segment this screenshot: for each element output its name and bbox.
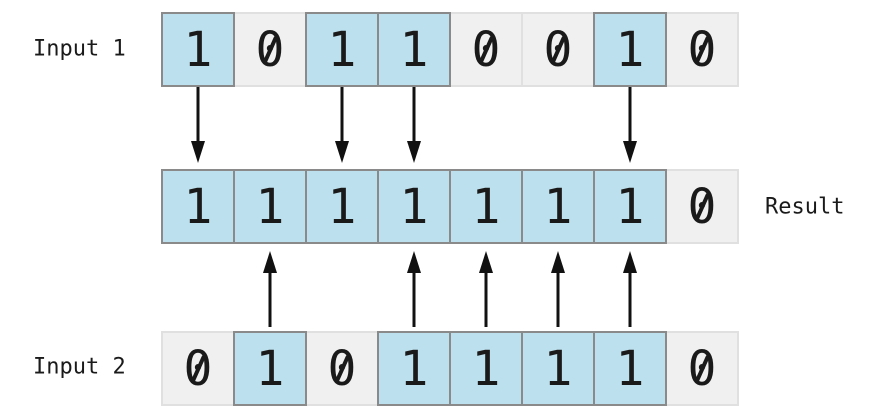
bit-cell: 0 [305, 331, 379, 406]
bit-cell: 0 [521, 12, 595, 87]
bit-cell: 0 [161, 331, 235, 406]
bit-cell: 1 [233, 331, 307, 406]
up-arrow [262, 251, 278, 327]
bit-value: 0 [327, 340, 357, 397]
input2-label: Input 2 [33, 354, 126, 380]
arrow-head [623, 251, 637, 273]
down-arrow [190, 87, 206, 163]
arrow-shaft [628, 272, 632, 327]
down-arrow [334, 87, 350, 163]
bit-value: 1 [471, 340, 501, 397]
arrow-shaft [340, 87, 344, 142]
bit-value: 1 [183, 178, 213, 235]
bit-value: 0 [183, 340, 213, 397]
bit-cell: 1 [305, 12, 379, 87]
bit-value: 1 [327, 178, 357, 235]
bit-value: 1 [183, 21, 213, 78]
bit-cell: 0 [665, 331, 739, 406]
arrow-shaft [484, 272, 488, 327]
bit-cell: 1 [305, 169, 379, 244]
up-arrow [550, 251, 566, 327]
bit-cell: 0 [233, 12, 307, 87]
arrow-shaft [628, 87, 632, 142]
bit-value: 1 [255, 340, 285, 397]
bit-value: 1 [255, 178, 285, 235]
bit-cell: 1 [593, 12, 667, 87]
bit-value: 1 [399, 21, 429, 78]
up-arrow [622, 251, 638, 327]
bit-value: 0 [255, 21, 285, 78]
bit-cell: 1 [449, 331, 523, 406]
bit-cell: 1 [161, 12, 235, 87]
bit-cell: 1 [521, 169, 595, 244]
arrow-head [407, 141, 421, 163]
bit-value: 1 [615, 178, 645, 235]
bit-cell: 0 [665, 169, 739, 244]
bit-cell: 1 [377, 331, 451, 406]
bit-cell: 1 [233, 169, 307, 244]
bit-value: 1 [327, 21, 357, 78]
up-arrow [406, 251, 422, 327]
bit-value: 1 [399, 340, 429, 397]
arrow-shaft [412, 272, 416, 327]
bit-value: 0 [687, 178, 717, 235]
arrow-shaft [268, 272, 272, 327]
bit-value: 1 [615, 21, 645, 78]
bit-value: 1 [615, 340, 645, 397]
bit-value: 1 [471, 178, 501, 235]
arrow-head [191, 141, 205, 163]
bit-value: 0 [543, 21, 573, 78]
bit-value: 0 [687, 21, 717, 78]
bit-cell: 0 [665, 12, 739, 87]
arrow-shaft [412, 87, 416, 142]
bit-cell: 1 [161, 169, 235, 244]
arrow-shaft [196, 87, 200, 142]
up-arrow [478, 251, 494, 327]
down-arrow [622, 87, 638, 163]
bit-value: 0 [471, 21, 501, 78]
arrow-head [407, 251, 421, 273]
arrow-shaft [556, 272, 560, 327]
arrow-head [479, 251, 493, 273]
bit-cell: 1 [449, 169, 523, 244]
result-label: Result [765, 194, 845, 220]
arrow-head [263, 251, 277, 273]
bit-cell: 0 [449, 12, 523, 87]
down-arrow [406, 87, 422, 163]
bit-cell: 1 [377, 12, 451, 87]
bit-cell: 1 [377, 169, 451, 244]
input1-label: Input 1 [33, 36, 126, 62]
bit-cell: 1 [593, 169, 667, 244]
arrow-head [335, 141, 349, 163]
arrow-head [623, 141, 637, 163]
bit-value: 0 [687, 340, 717, 397]
bit-value: 1 [399, 178, 429, 235]
bit-value: 1 [543, 340, 573, 397]
bit-cell: 1 [521, 331, 595, 406]
bit-cell: 1 [593, 331, 667, 406]
bit-value: 1 [543, 178, 573, 235]
arrow-head [551, 251, 565, 273]
